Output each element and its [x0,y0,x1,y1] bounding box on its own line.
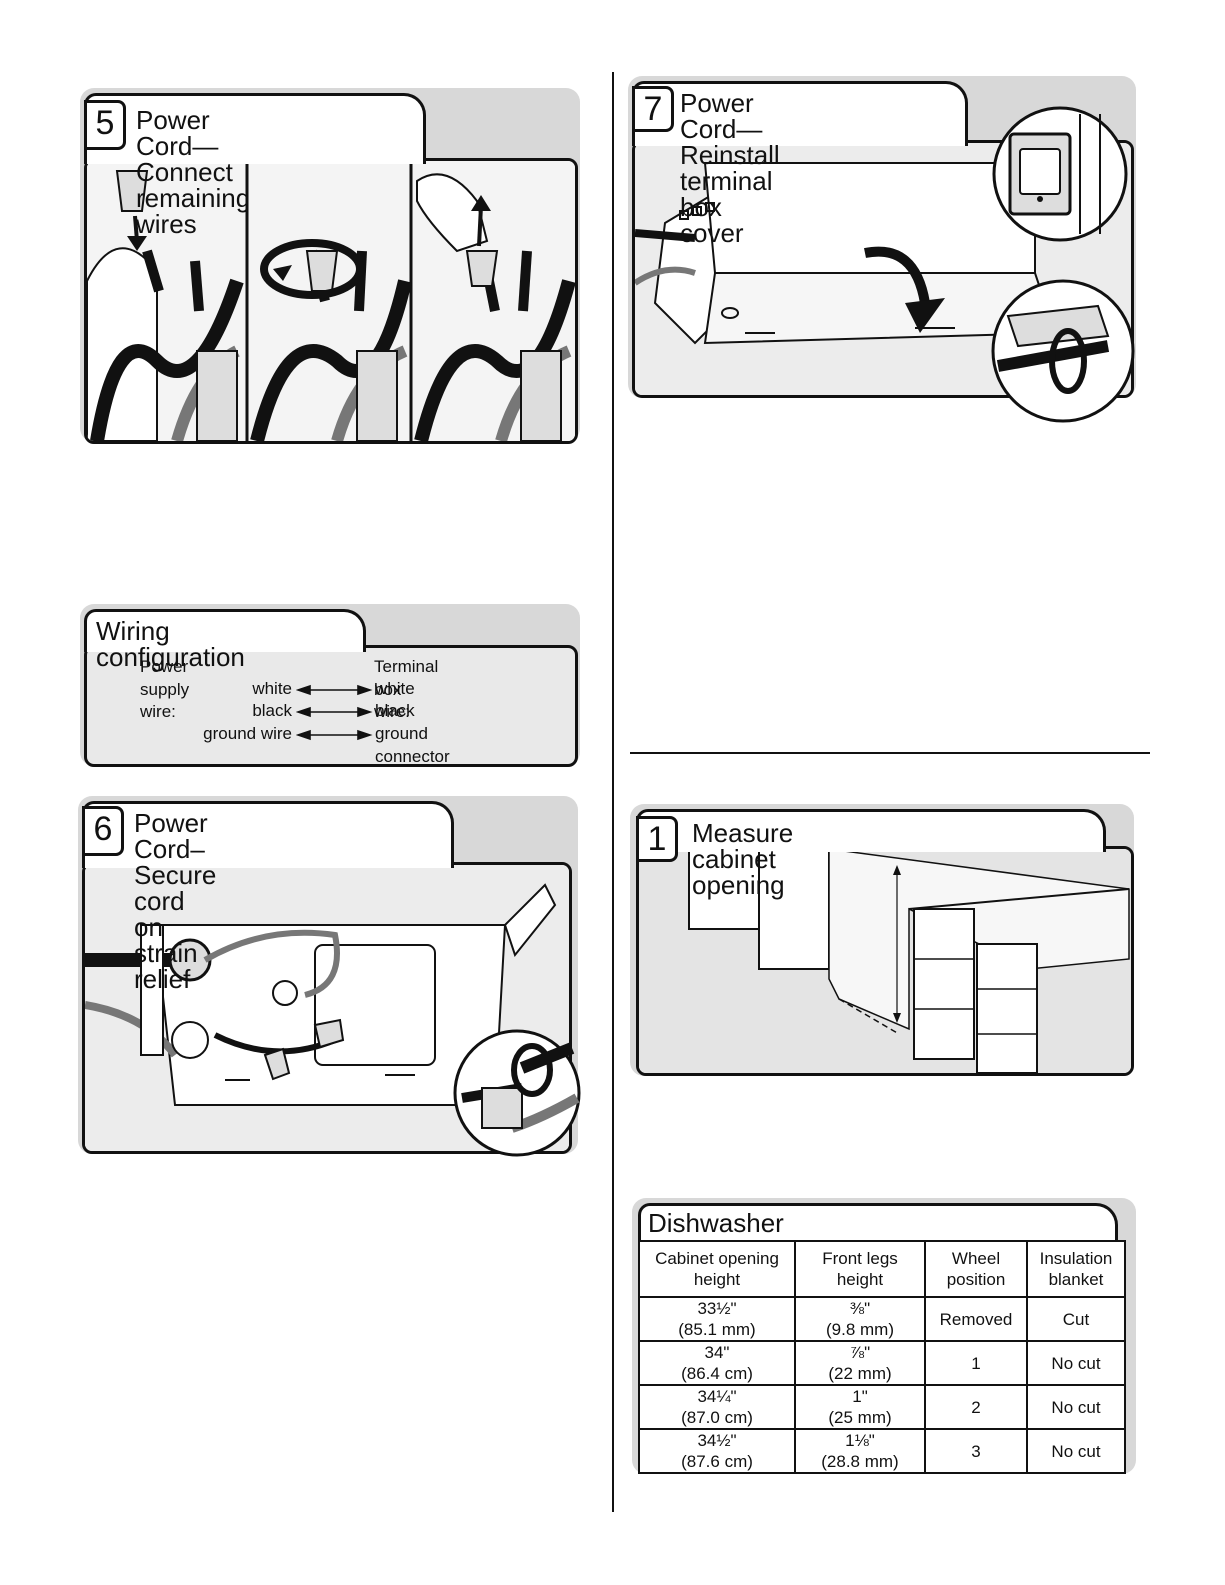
wire-left-ground: ground wire [203,724,292,743]
step-7-title: Power Cord—Reinstall terminal box cover [680,88,780,248]
step-5-sub-panel-2 [250,239,412,441]
step-6-title: Power Cord–Secure cord on strain relief [134,808,217,994]
step-1-number: 1 [636,816,678,862]
wire-right-ground: ground connector [375,724,450,766]
step-1-illustration [639,849,1131,1073]
step-5-sub-panel-1 [87,170,244,441]
terminal-box-header: Terminal box wire: [374,657,439,721]
column-divider [612,72,614,1512]
table-row: 34"(86.4 cm) ⅞"(22 mm) 1 No cut [638,1340,1126,1386]
step-5-number: 5 [84,100,126,150]
section-divider [630,752,1150,754]
table-row: 34¼"(87.0 cm) 1"(25 mm) 2 No cut [638,1384,1126,1430]
wire-right-black: black [375,701,415,720]
step-6-illustration [85,865,569,1151]
table-row: 33½"(85.1 mm) ⅜"(9.8 mm) Removed Cut [638,1296,1126,1342]
step-6-number: 6 [82,806,124,856]
wire-left-white: white [252,679,292,698]
double-arrow-icons [296,684,373,741]
screwdriver-detail-inset [453,1029,581,1157]
wire-left-black: black [252,701,292,720]
step-7-number: 7 [632,86,674,132]
table-row: 34½"(87.6 cm) 1⅛"(28.8 mm) 3 No cut [638,1428,1126,1474]
terminal-box-detail-inset [992,106,1128,242]
step-5-sub-panel-3 [414,173,575,441]
step-5-illustration [87,161,575,441]
power-supply-header: Power supply wire: [140,657,190,721]
screw-detail-inset [991,279,1135,423]
wiring-title: Wiring configuration [96,616,245,672]
step-1-title: Measure cabinet opening [692,818,794,900]
step-5-title: Power Cord—Connect remaining wires [136,105,251,239]
wire-right-white: white [375,679,415,698]
